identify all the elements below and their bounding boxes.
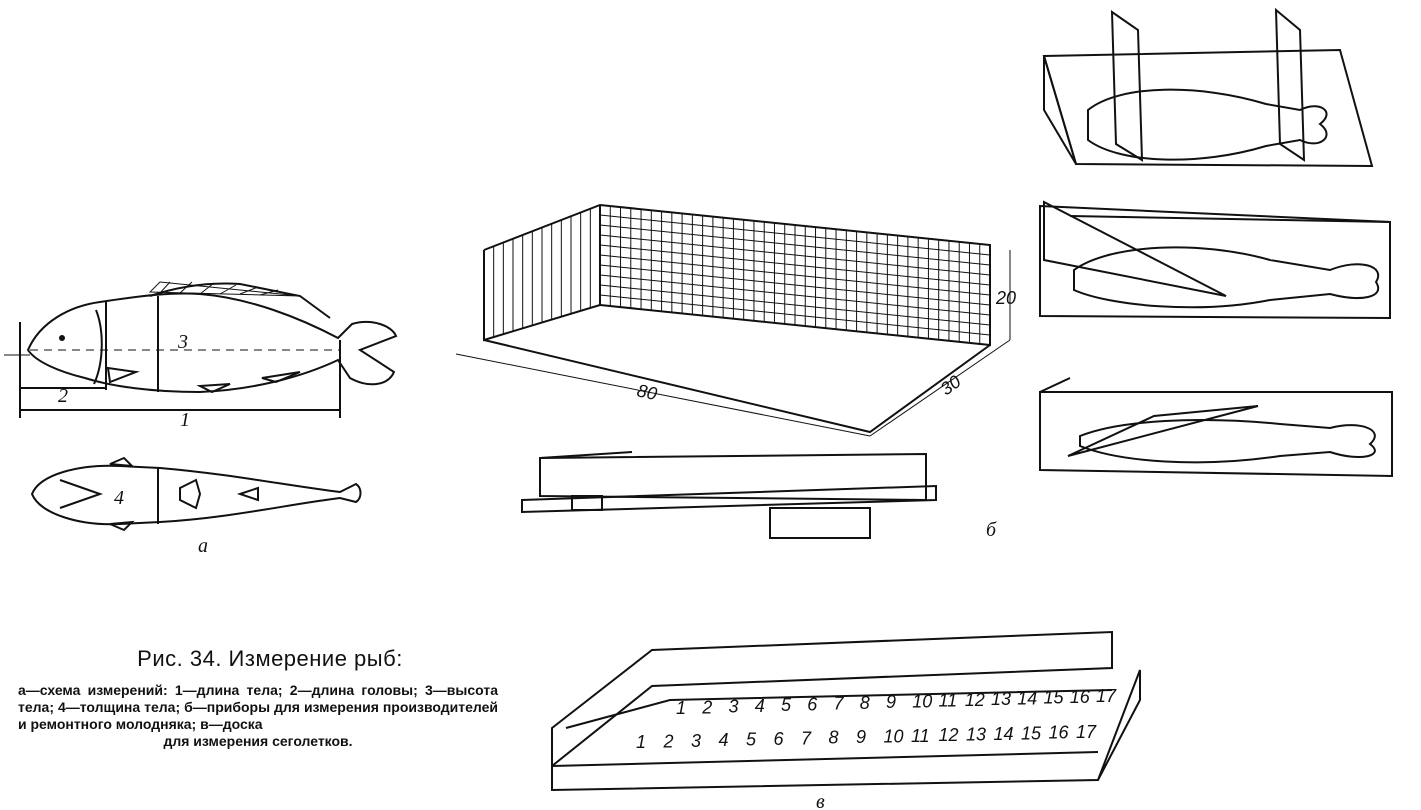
mesh-line [599,284,991,326]
mesh-line [599,244,991,286]
ruler-top-number: 8 [860,693,870,713]
dim-label-3: 3 [177,331,188,353]
ruler-bottom-number: 3 [691,731,701,751]
ruler-bottom-number: 16 [1049,723,1070,743]
ruler-bottom-number: 14 [994,724,1014,744]
ruler-bottom-number: 4 [719,730,729,750]
mesh-line [599,214,991,256]
caption-body-last: для измерения сеголетков. [163,733,353,749]
panel-label-b: б [986,519,997,541]
triangle-device-upper [1039,200,1391,320]
ruler-top-number: 17 [1096,686,1117,706]
dim-label-4: 4 [114,487,124,509]
mesh-line [599,264,991,306]
ruler-top-number: 7 [834,694,845,714]
ruler-top-number: 1 [676,698,686,718]
ruler-bottom-number: 12 [939,725,959,745]
ruler-top-number: 12 [965,690,985,710]
ruler-top-number: 4 [755,696,765,716]
caption-body-text: а—схема измерений: 1—длина тела; 2—длина… [18,682,498,732]
dorsal-fin [148,281,301,297]
caption-body: а—схема измерений: 1—длина тела; 2—длина… [18,682,498,750]
dim-label-2: 2 [58,385,68,407]
ruler-top-number: 10 [912,691,932,711]
ruler-top-number: 11 [939,691,958,711]
mesh-line [599,204,991,246]
dim-label-20: 20 [995,288,1016,308]
mesh-line [599,304,991,346]
ruler-bottom-number: 5 [746,730,757,750]
panel-label-v: в [816,791,825,810]
ruler-bottom-number: 15 [1021,723,1042,743]
ruler-bottom-number: 7 [801,728,812,748]
triangle-device-lower [1039,377,1393,478]
fish-top-view: 4 а [30,456,362,557]
ruler-top-number: 14 [1017,688,1037,708]
ruler-bottom-number: 8 [829,728,839,748]
mesh-line [599,254,991,296]
mesh-line [599,274,991,316]
ruler-top-number: 6 [807,694,818,714]
ruler-bottom-number: 1 [636,732,646,752]
dim-label-30: 30 [937,371,965,399]
fish-side-view: 1 2 3 [4,281,398,431]
dim-label-80: 80 [635,380,659,404]
ruler-top-number: 15 [1044,688,1065,708]
ruler-bottom-number: 10 [884,726,904,746]
ruler-top-number: 16 [1070,687,1091,707]
measuring-box: 80 30 20 [455,203,1016,437]
ruler-top-number: 2 [701,697,712,717]
mesh-line [599,294,991,336]
ruler-top-number: 5 [781,695,792,715]
ruler-top-number: 3 [729,697,739,717]
dim-label-1: 1 [180,409,190,431]
mesh-line [599,224,991,266]
ruler-bottom-number: 11 [911,726,930,746]
ruler-bottom-number: 13 [966,725,986,745]
panel-label-a: а [198,535,208,557]
mesh-line [599,234,991,276]
ruler-bottom-number: 6 [774,729,785,749]
caption-title: Рис. 34. Измерение рыб: [137,646,403,671]
ruler-bottom-number: 17 [1076,722,1097,742]
measuring-tray: б [521,451,997,541]
plates-device [1042,7,1374,168]
mesh-grid [483,204,991,346]
ruler-top-number: 9 [886,692,896,712]
ruler-top-number: 13 [991,689,1011,709]
ruler-bottom-number: 2 [663,731,674,751]
ruler-bottom-number: 9 [856,727,866,747]
